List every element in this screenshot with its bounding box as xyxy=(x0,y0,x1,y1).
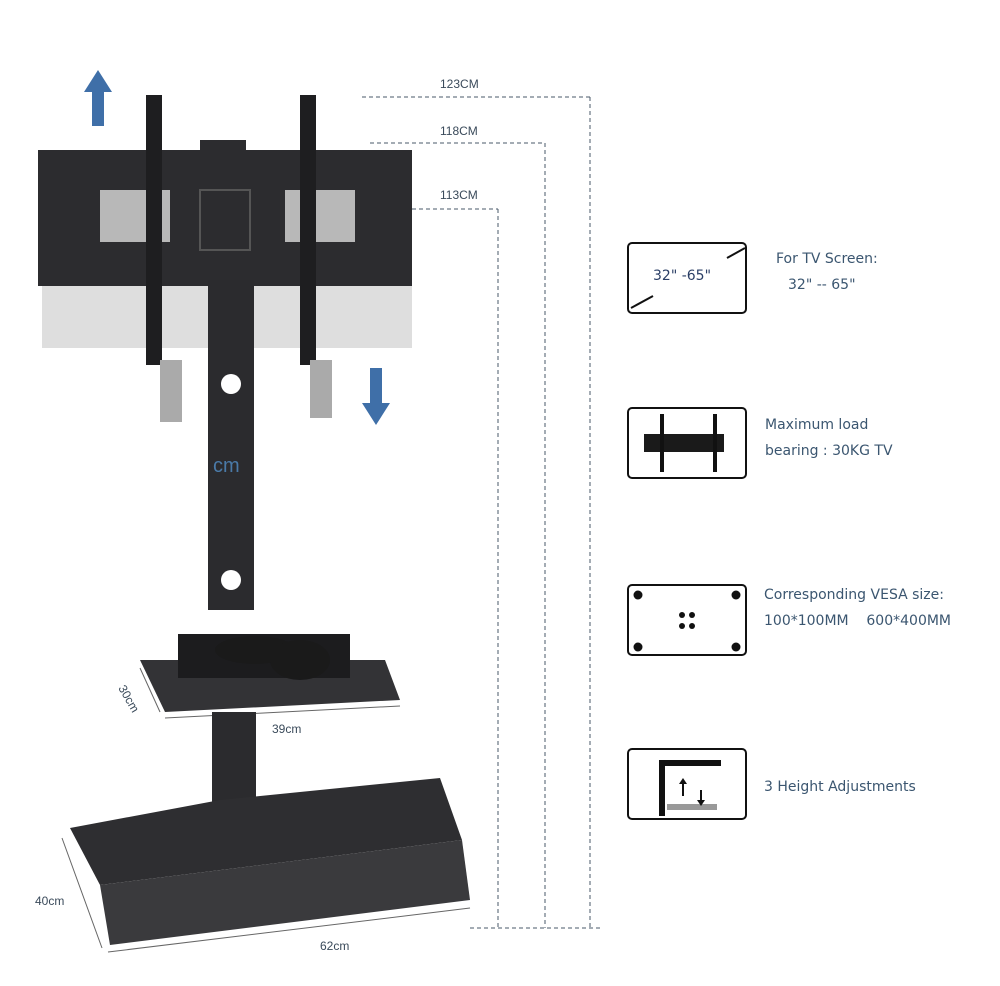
height-max-label: 123CM xyxy=(440,77,479,91)
feature-title: Corresponding VESA size: xyxy=(764,587,944,603)
stand-pole xyxy=(208,280,254,610)
base-width-label: 62cm xyxy=(320,939,349,953)
feature-title: Maximum load xyxy=(765,417,869,433)
shelf-width-label: 39cm xyxy=(272,722,301,736)
stand-base xyxy=(70,778,462,885)
height-min-label: 113CM xyxy=(440,188,478,202)
pole-unit-label: cm xyxy=(213,455,240,477)
feature-screen-size: For TV Screen: 32" -- 65" xyxy=(776,246,878,298)
vesa-holes-icon xyxy=(627,584,747,656)
feature-value: 32" -- 65" xyxy=(788,277,856,293)
height-mid-label: 118CM xyxy=(440,124,478,138)
feature-height-adjustments: 3 Height Adjustments xyxy=(764,774,916,800)
feature-vesa-size: Corresponding VESA size: 100*100MM 600*4… xyxy=(764,582,951,634)
height-adjust-icon xyxy=(627,748,747,820)
height-dimension-lines xyxy=(362,96,600,929)
up-arrow-icon xyxy=(84,70,112,126)
base-depth-label: 40cm xyxy=(35,894,64,908)
down-arrow-icon xyxy=(362,368,390,425)
feature-title: For TV Screen: xyxy=(776,251,878,267)
feature-title: 3 Height Adjustments xyxy=(764,779,916,795)
shelf-depth-label: 30cm xyxy=(115,683,142,715)
tv-diagonal-icon: 32" -65" xyxy=(627,242,747,314)
tv-mount-plate xyxy=(38,150,412,286)
feature-value: 100*100MM 600*400MM xyxy=(764,613,952,629)
tv-bracket-icon xyxy=(627,407,747,479)
feature-value: bearing : 30KG TV xyxy=(765,443,893,459)
tv-size-icon-text: 32" -65" xyxy=(653,268,712,284)
feature-load-bearing: Maximum load bearing : 30KG TV xyxy=(765,412,893,464)
